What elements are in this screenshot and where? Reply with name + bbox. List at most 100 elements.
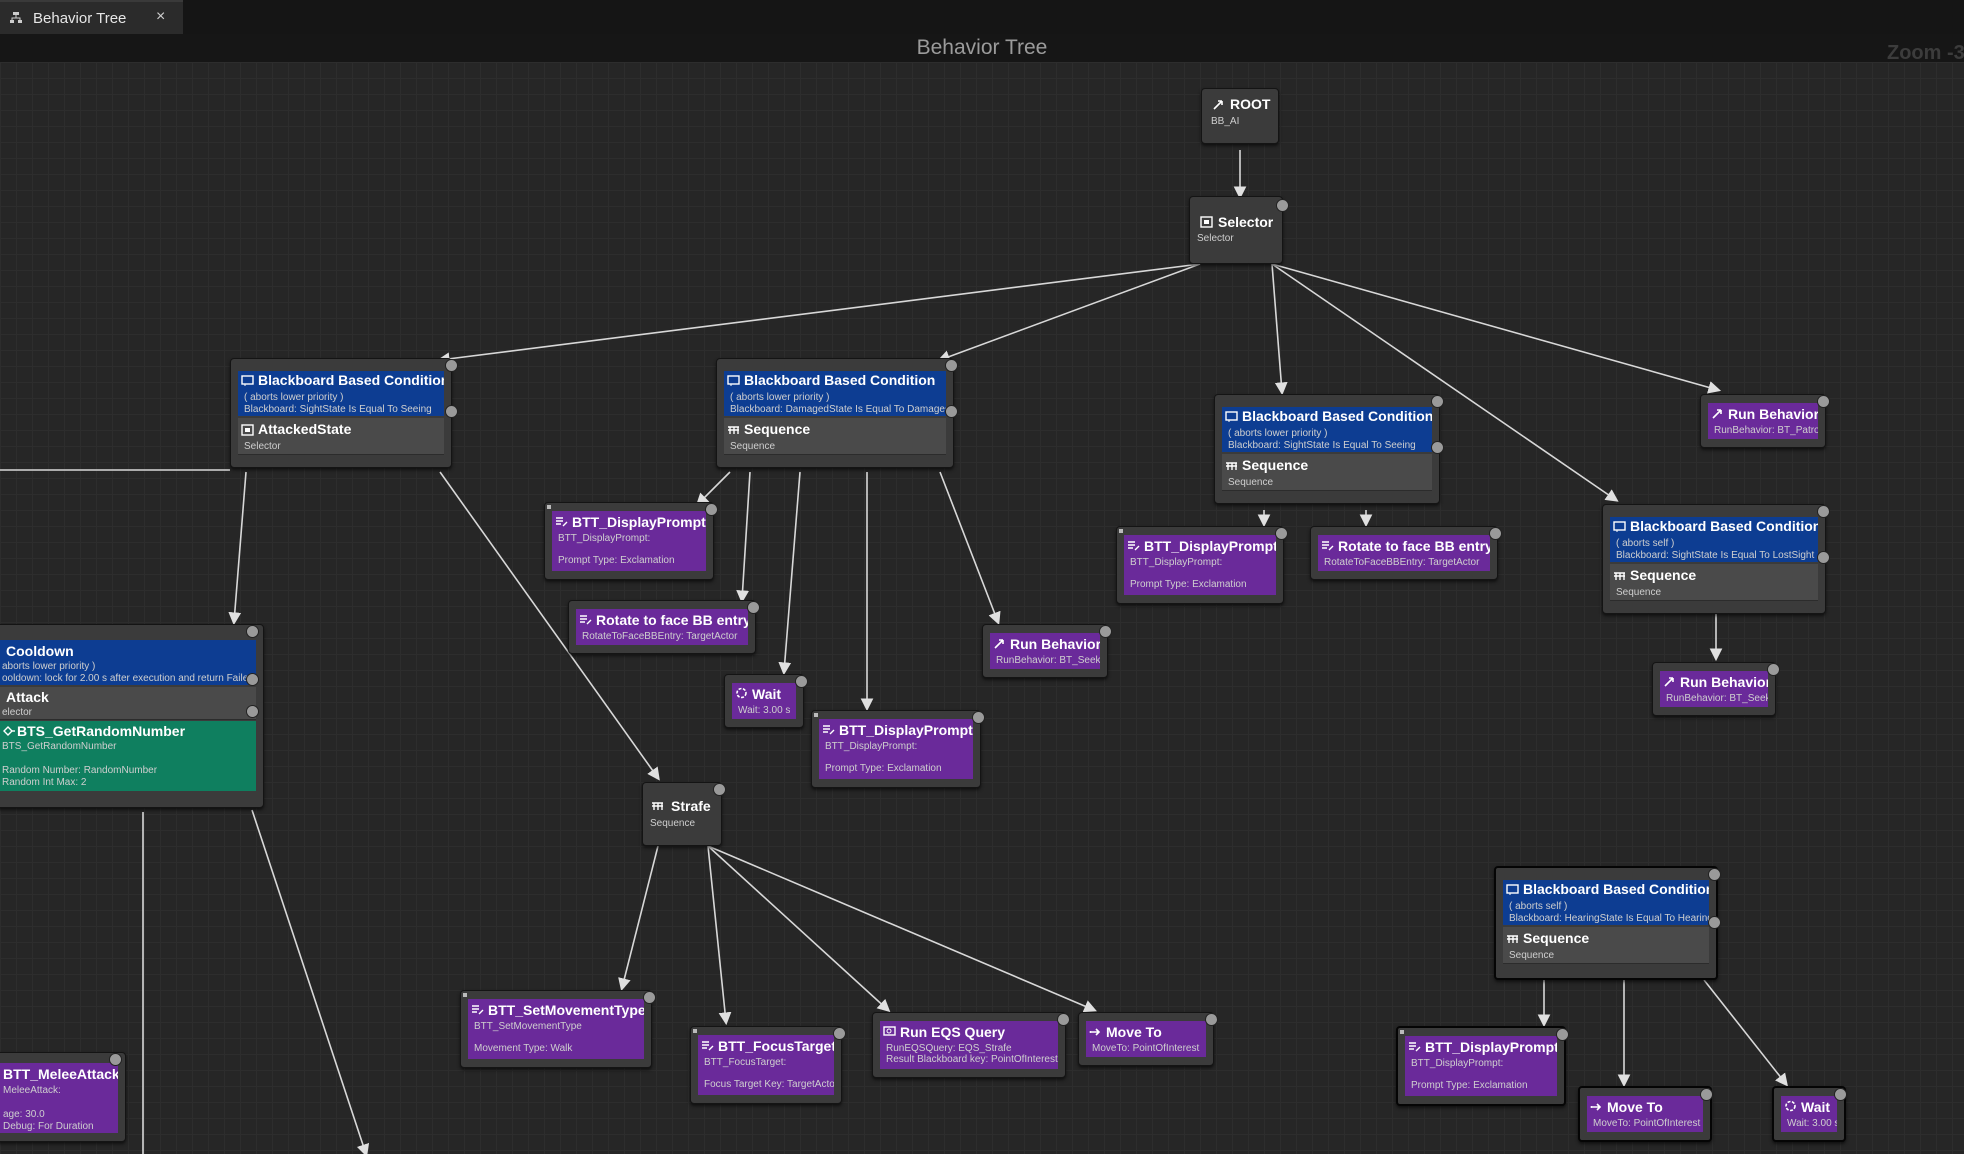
task-subtitle: Wait: 3.00 s xyxy=(1787,1118,1837,1129)
run-behavior-patrol[interactable]: Run Behavior RunBehavior: BT_Patrol xyxy=(1700,394,1830,448)
decorator-panel[interactable]: Blackboard Based Condition ( aborts lowe… xyxy=(724,371,946,416)
output-pin[interactable] xyxy=(1817,505,1830,518)
move-to-b[interactable]: Move To MoveTo: PointOfInterest xyxy=(1578,1086,1713,1142)
condition-node-attacked[interactable]: Blackboard Based Condition ( aborts lowe… xyxy=(230,358,458,468)
output-pin[interactable] xyxy=(1205,1013,1218,1026)
composite-panel[interactable]: Sequence Sequence xyxy=(1503,927,1709,964)
task-title: Move To xyxy=(1106,1024,1162,1040)
decorator-panel[interactable]: Blackboard Based Condition ( aborts lowe… xyxy=(238,371,444,416)
run-eqs-query[interactable]: Run EQS Query RunEQSQuery: EQS_Strafe Re… xyxy=(872,1012,1070,1078)
task-panel[interactable]: Move To MoveTo: PointOfInterest xyxy=(1587,1096,1703,1132)
decorator-panel[interactable]: Cooldown aborts lower priority ) ooldown… xyxy=(0,640,256,685)
output-pin[interactable] xyxy=(1708,868,1721,881)
output-pin[interactable] xyxy=(1057,1013,1070,1026)
display-prompt-c[interactable]: BTT_DisplayPrompt BTT_DisplayPrompt: Pro… xyxy=(1116,526,1288,604)
output-pin[interactable] xyxy=(1431,395,1444,408)
node-flag xyxy=(547,505,551,509)
run-behavior-seek-right[interactable]: Run Behavior RunBehavior: BT_Seek xyxy=(1652,662,1780,716)
rotate-to-face-b[interactable]: Rotate to face BB entry RotateToFaceBBEn… xyxy=(1310,526,1502,580)
task-panel[interactable]: Run Behavior RunBehavior: BT_Seek xyxy=(1660,671,1768,707)
tab-bar: Behavior Tree × xyxy=(0,0,1964,34)
decorator-panel[interactable]: Blackboard Based Condition ( aborts self… xyxy=(1610,517,1818,562)
output-pin[interactable] xyxy=(1700,1088,1713,1101)
focus-target[interactable]: BTT_FocusTarget BTT_FocusTarget: Focus T… xyxy=(690,1026,846,1104)
strafe-node[interactable]: Strafe Sequence xyxy=(642,782,726,846)
output-pin[interactable] xyxy=(445,405,458,418)
output-pin[interactable] xyxy=(1556,1028,1569,1041)
condition-node-seeing[interactable]: Blackboard Based Condition ( aborts lowe… xyxy=(1214,394,1444,504)
output-pin[interactable] xyxy=(246,673,259,686)
melee-attack[interactable]: BTT_MeleeAttack MeleeAttack: age: 30.0 D… xyxy=(0,1052,126,1142)
wait-node-a[interactable]: Wait Wait: 3.00 s xyxy=(724,674,808,728)
output-pin[interactable] xyxy=(1708,916,1721,929)
task-panel[interactable]: BTT_FocusTarget BTT_FocusTarget: Focus T… xyxy=(698,1035,834,1095)
output-pin[interactable] xyxy=(713,783,726,796)
task-panel[interactable]: Run Behavior RunBehavior: BT_Seek xyxy=(990,633,1100,669)
task-panel[interactable]: Wait Wait: 3.00 s xyxy=(1781,1096,1837,1132)
output-pin[interactable] xyxy=(1275,527,1288,540)
selector-node[interactable]: Selector Selector xyxy=(1189,196,1289,264)
output-pin[interactable] xyxy=(1817,395,1830,408)
task-panel[interactable]: Run EQS Query RunEQSQuery: EQS_Strafe Re… xyxy=(880,1021,1058,1069)
node-flag xyxy=(693,1029,697,1033)
tab-behavior-tree[interactable]: Behavior Tree × xyxy=(0,0,183,34)
output-pin[interactable] xyxy=(1767,663,1780,676)
task-panel[interactable]: BTT_DisplayPrompt BTT_DisplayPrompt: Pro… xyxy=(552,511,706,571)
output-pin[interactable] xyxy=(246,705,259,718)
display-prompt-a[interactable]: BTT_DisplayPrompt BTT_DisplayPrompt: Pro… xyxy=(544,502,718,580)
task-icon xyxy=(472,1005,484,1015)
task-panel[interactable]: BTT_SetMovementType BTT_SetMovementType … xyxy=(468,999,644,1059)
output-pin[interactable] xyxy=(1489,527,1502,540)
task-panel[interactable]: BTT_DisplayPrompt BTT_DisplayPrompt: Pro… xyxy=(1405,1036,1557,1096)
task-icon xyxy=(823,725,835,735)
cooldown-attack-node[interactable]: Cooldown aborts lower priority ) ooldown… xyxy=(0,624,264,808)
output-pin[interactable] xyxy=(945,359,958,372)
output-pin[interactable] xyxy=(1817,551,1830,564)
close-icon[interactable]: × xyxy=(156,8,166,25)
display-prompt-d[interactable]: BTT_DisplayPrompt BTT_DisplayPrompt: Pro… xyxy=(1396,1026,1569,1106)
service-panel[interactable]: BTS_GetRandomNumber BTS_GetRandomNumber … xyxy=(0,721,256,791)
output-pin[interactable] xyxy=(109,1053,122,1066)
task-panel[interactable]: Rotate to face BB entry RotateToFaceBBEn… xyxy=(576,609,748,645)
rotate-to-face-a[interactable]: Rotate to face BB entry RotateToFaceBBEn… xyxy=(568,600,760,654)
condition-node-lostsight[interactable]: Blackboard Based Condition ( aborts self… xyxy=(1602,504,1830,614)
task-panel[interactable]: BTT_MeleeAttack MeleeAttack: age: 30.0 D… xyxy=(0,1063,118,1133)
task-panel[interactable]: BTT_DisplayPrompt BTT_DisplayPrompt: Pro… xyxy=(1124,535,1276,595)
root-node[interactable]: ROOT BB_AI xyxy=(1201,88,1279,144)
output-pin[interactable] xyxy=(945,405,958,418)
condition-node-hearing[interactable]: Blackboard Based Condition ( aborts self… xyxy=(1494,866,1721,980)
output-pin[interactable] xyxy=(1099,625,1112,638)
move-to-a[interactable]: Move To MoveTo: PointOfInterest xyxy=(1078,1012,1218,1066)
run-behavior-seek-mid[interactable]: Run Behavior RunBehavior: BT_Seek xyxy=(982,624,1112,678)
task-panel[interactable]: Rotate to face BB entry RotateToFaceBBEn… xyxy=(1318,535,1490,571)
output-pin[interactable] xyxy=(643,991,656,1004)
task-title: Wait xyxy=(752,686,782,702)
task-panel[interactable]: Run Behavior RunBehavior: BT_Patrol xyxy=(1708,403,1818,439)
output-pin[interactable] xyxy=(1431,441,1444,454)
task-panel[interactable]: Wait Wait: 3.00 s xyxy=(732,683,796,719)
task-subtitle: RunBehavior: BT_Seek xyxy=(996,655,1100,666)
composite-panel[interactable]: Attack elector xyxy=(0,687,256,720)
output-pin[interactable] xyxy=(705,503,718,516)
composite-panel[interactable]: Sequence Sequence xyxy=(1610,564,1818,601)
wait-node-b[interactable]: Wait Wait: 3.00 s xyxy=(1772,1086,1847,1142)
output-pin[interactable] xyxy=(833,1027,846,1040)
output-pin[interactable] xyxy=(1834,1088,1847,1101)
set-movement-type[interactable]: BTT_SetMovementType BTT_SetMovementType … xyxy=(460,990,656,1068)
display-prompt-b[interactable]: BTT_DisplayPrompt BTT_DisplayPrompt: Pro… xyxy=(811,710,985,788)
composite-panel[interactable]: Sequence Sequence xyxy=(1222,454,1432,491)
decorator-panel[interactable]: Blackboard Based Condition ( aborts lowe… xyxy=(1222,407,1432,452)
output-pin[interactable] xyxy=(445,359,458,372)
decorator-title: Blackboard Based Condition xyxy=(258,372,444,388)
composite-panel[interactable]: AttackedState Selector xyxy=(238,418,444,455)
task-panel[interactable]: Move To MoveTo: PointOfInterest xyxy=(1086,1021,1206,1057)
decorator-panel[interactable]: Blackboard Based Condition ( aborts self… xyxy=(1503,880,1709,925)
output-pin[interactable] xyxy=(972,711,985,724)
condition-node-damaged[interactable]: Blackboard Based Condition ( aborts lowe… xyxy=(716,358,958,468)
output-pin[interactable] xyxy=(747,601,760,614)
task-panel[interactable]: BTT_DisplayPrompt BTT_DisplayPrompt: Pro… xyxy=(819,719,973,779)
output-pin[interactable] xyxy=(795,675,808,688)
output-pin[interactable] xyxy=(246,625,259,638)
composite-panel[interactable]: Sequence Sequence xyxy=(724,418,946,455)
output-pin[interactable] xyxy=(1276,199,1289,212)
